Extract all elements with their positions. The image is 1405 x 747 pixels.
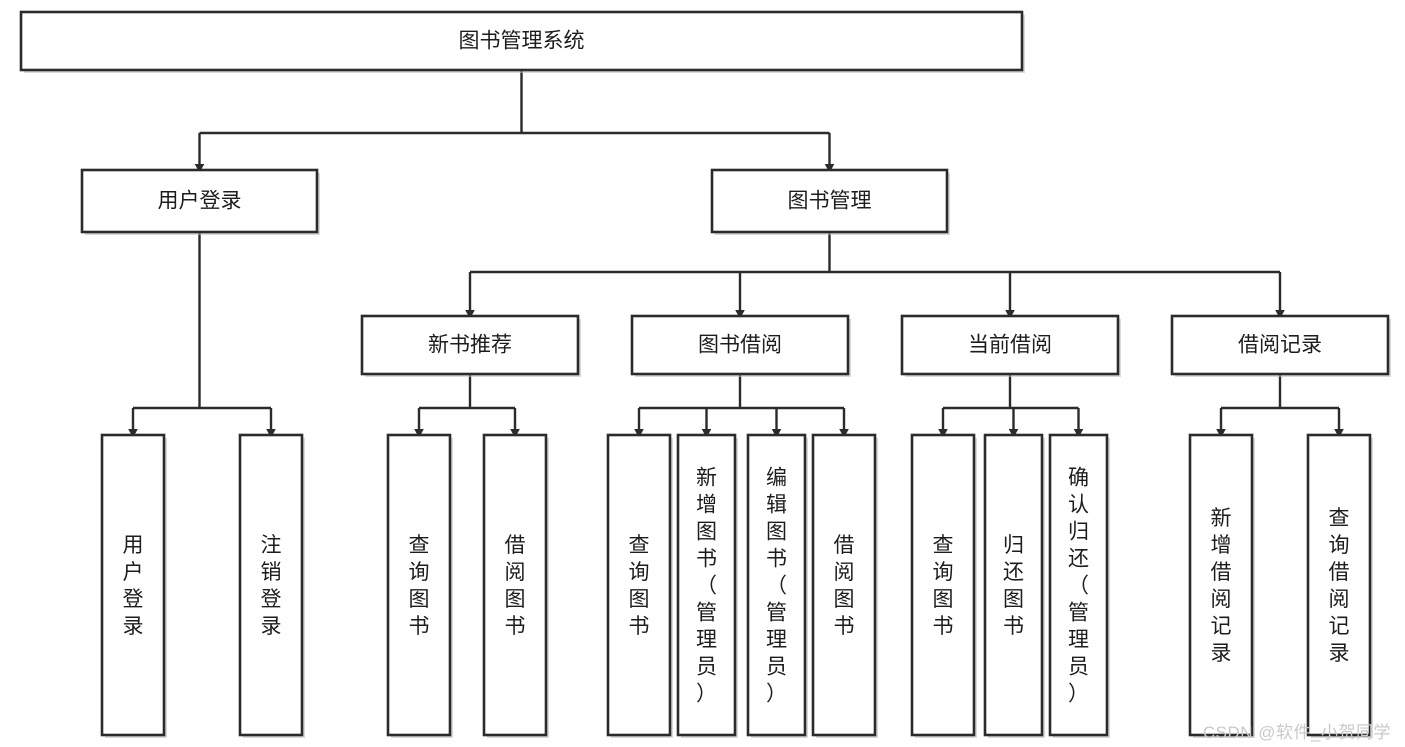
node-label: 当前借阅 — [968, 334, 1052, 357]
node-leaf-10[interactable]: 确认归还（管理员） — [1048, 433, 1110, 738]
node-leaf-0[interactable]: 用户登录 — [100, 433, 167, 738]
node-l2-2[interactable]: 当前借阅 — [900, 314, 1121, 377]
node-l2-3[interactable]: 借阅记录 — [1170, 314, 1391, 377]
node-leaf-8[interactable]: 查询图书 — [910, 433, 977, 738]
node-leaf-5[interactable]: 新增图书（管理员） — [676, 433, 738, 738]
node-label: 编辑图书（管理员） — [766, 467, 787, 706]
node-leaf-6[interactable]: 编辑图书（管理员） — [746, 433, 808, 738]
node-label: 用户登录 — [158, 190, 242, 213]
node-layer: 图书管理系统用户登录图书管理新书推荐图书借阅当前借阅借阅记录用户登录注销登录查询… — [19, 10, 1391, 738]
node-label: 查询图书 — [933, 534, 954, 638]
node-label: 图书借阅 — [698, 334, 782, 357]
node-label: 图书管理 — [788, 190, 872, 213]
node-leaf-11[interactable]: 新增借阅记录 — [1188, 433, 1255, 738]
node-leaf-4[interactable]: 查询图书 — [606, 433, 673, 738]
node-label: 注销登录 — [261, 534, 282, 638]
node-l2-1[interactable]: 图书借阅 — [630, 314, 851, 377]
node-leaf-12[interactable]: 查询借阅记录 — [1306, 433, 1373, 738]
node-leaf-2[interactable]: 查询图书 — [386, 433, 453, 738]
node-label: 新书推荐 — [428, 334, 512, 357]
node-label: 借阅图书 — [505, 534, 526, 638]
node-label: 确认归还（管理员） — [1068, 467, 1089, 706]
node-root-0[interactable]: 图书管理系统 — [19, 10, 1025, 73]
node-label: 图书管理系统 — [459, 30, 585, 53]
connector-layer — [128, 70, 1344, 438]
node-label: 借阅图书 — [834, 534, 855, 638]
node-l1-1[interactable]: 图书管理 — [710, 168, 950, 235]
node-leaf-3[interactable]: 借阅图书 — [482, 433, 549, 738]
node-l2-0[interactable]: 新书推荐 — [360, 314, 581, 377]
node-label: 归还图书 — [1003, 534, 1024, 638]
node-label: 查询图书 — [629, 534, 650, 638]
node-l1-0[interactable]: 用户登录 — [80, 168, 320, 235]
node-label: 用户登录 — [123, 534, 144, 638]
node-label: 借阅记录 — [1238, 334, 1322, 357]
node-leaf-1[interactable]: 注销登录 — [238, 433, 305, 738]
node-label: 查询借阅记录 — [1329, 507, 1350, 665]
node-label: 新增图书（管理员） — [696, 467, 717, 706]
watermark-label: CSDN @软件_小贺同学 — [1202, 723, 1391, 742]
node-leaf-7[interactable]: 借阅图书 — [811, 433, 878, 738]
node-label: 新增借阅记录 — [1211, 507, 1232, 665]
node-label: 查询图书 — [409, 534, 430, 638]
node-leaf-9[interactable]: 归还图书 — [983, 433, 1045, 738]
